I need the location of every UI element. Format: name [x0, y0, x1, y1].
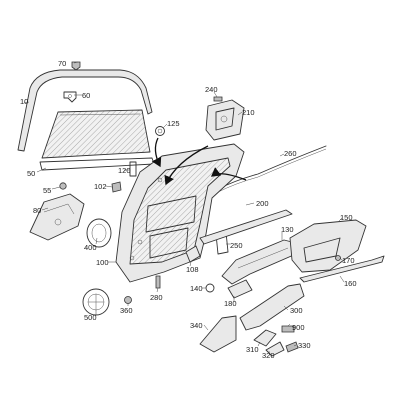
callout-55[interactable]: 55 [43, 186, 51, 195]
part-70-clip[interactable] [71, 61, 81, 71]
part-100-door-trim-panel[interactable] [115, 143, 245, 283]
callout-60[interactable]: 60 [82, 91, 90, 100]
part-310-clip[interactable] [253, 329, 277, 347]
part-55-fastener[interactable] [59, 182, 67, 190]
part-340-pocket[interactable] [199, 315, 237, 353]
callout-140[interactable]: 140 [190, 284, 203, 293]
callout-160[interactable]: 160 [344, 279, 357, 288]
callout-70[interactable]: 70 [58, 59, 66, 68]
callout-102[interactable]: 102 [94, 182, 107, 191]
callout-240[interactable]: 240 [205, 85, 218, 94]
callout-108[interactable]: 108 [186, 265, 199, 274]
part-180-clip[interactable] [227, 279, 253, 299]
callout-170[interactable]: 170 [342, 256, 355, 265]
callout-120[interactable]: 120 [118, 166, 131, 175]
part-900-bracket[interactable] [281, 325, 295, 333]
part-102-clip[interactable] [111, 181, 122, 193]
callout-280[interactable]: 280 [150, 293, 163, 302]
part-60-bracket[interactable] [63, 91, 77, 103]
callout-260[interactable]: 260 [284, 149, 297, 158]
callout-180[interactable]: 180 [224, 299, 237, 308]
callout-10[interactable]: 10 [20, 97, 28, 106]
part-125-ring[interactable] [155, 126, 165, 136]
part-330-clip[interactable] [285, 341, 299, 353]
part-320-switch[interactable] [265, 341, 285, 357]
callout-360[interactable]: 360 [120, 306, 133, 315]
callout-150[interactable]: 150 [340, 213, 353, 222]
part-170-screw[interactable] [335, 255, 341, 261]
part-160-trim-strip[interactable] [299, 255, 385, 283]
callout-310[interactable]: 310 [246, 345, 259, 354]
callout-320[interactable]: 320 [262, 351, 275, 360]
part-108-clip[interactable] [185, 245, 201, 263]
part-80-bracket[interactable] [29, 193, 85, 241]
callout-210[interactable]: 210 [242, 108, 255, 117]
part-210-handle-housing[interactable] [205, 99, 245, 141]
callout-250[interactable]: 250 [230, 241, 243, 250]
callout-125[interactable]: 125 [167, 119, 180, 128]
part-240-screw[interactable] [213, 96, 223, 102]
callout-80[interactable]: 80 [33, 206, 41, 215]
part-300-lower-trim[interactable] [239, 283, 305, 331]
callout-200[interactable]: 200 [256, 199, 269, 208]
callout-300[interactable]: 300 [290, 306, 303, 315]
part-360-screw[interactable] [124, 296, 132, 304]
assembly-arrows [151, 137, 247, 186]
callout-labels: 10 70 60 50 55 80 102 120 125 240 210 26… [20, 59, 357, 360]
part-50-window-glass[interactable] [39, 109, 155, 171]
callout-130[interactable]: 130 [281, 225, 294, 234]
part-140-grommet[interactable] [205, 283, 215, 293]
part-260-cable[interactable] [215, 145, 327, 194]
callout-330[interactable]: 330 [298, 341, 311, 350]
part-400-speaker-grille[interactable] [86, 218, 112, 248]
callout-100[interactable]: 100 [96, 258, 109, 267]
callout-500[interactable]: 500 [84, 313, 97, 322]
callout-340[interactable]: 340 [190, 321, 203, 330]
part-120-bracket[interactable] [129, 161, 137, 177]
callout-400[interactable]: 400 [84, 243, 97, 252]
part-200-trim-strip[interactable] [199, 209, 293, 245]
part-280-screw[interactable] [155, 275, 161, 289]
callout-50[interactable]: 50 [27, 169, 35, 178]
part-10-window-frame[interactable] [17, 69, 153, 152]
leader-lines [23, 61, 345, 353]
callout-900[interactable]: 900 [292, 323, 305, 332]
